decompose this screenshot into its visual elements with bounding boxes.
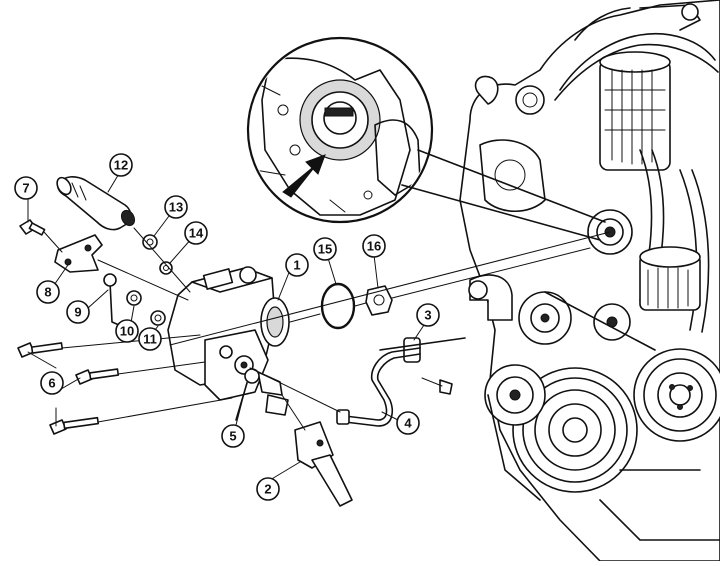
alignment-lines — [43, 227, 611, 431]
svg-text:12: 12 — [114, 158, 128, 173]
svg-text:11: 11 — [143, 332, 157, 347]
coupling-part-16 — [365, 285, 393, 316]
callout-7: 7 — [14, 176, 38, 200]
callout-5: 5 — [221, 424, 245, 448]
callout-13: 13 — [164, 195, 188, 219]
svg-text:10: 10 — [120, 324, 134, 339]
callout-2: 2 — [256, 477, 280, 501]
pipe-part-9 — [103, 273, 127, 329]
svg-text:14: 14 — [189, 226, 204, 241]
fuel-line-part-4 — [336, 347, 453, 427]
callout-14: 14 — [184, 221, 208, 245]
callout-15: 15 — [313, 237, 337, 261]
svg-text:16: 16 — [367, 239, 381, 254]
svg-text:4: 4 — [404, 416, 412, 431]
callout-9: 9 — [66, 300, 90, 324]
seal-part-14 — [159, 261, 173, 275]
washer-part-11 — [150, 310, 166, 326]
engine-block — [459, 0, 720, 562]
svg-text:9: 9 — [74, 305, 81, 320]
svg-text:6: 6 — [48, 376, 55, 391]
svg-text:5: 5 — [229, 429, 236, 444]
callout-16: 16 — [362, 234, 386, 258]
sensor-part-2 — [294, 421, 353, 507]
svg-text:8: 8 — [44, 285, 51, 300]
svg-text:3: 3 — [424, 308, 431, 323]
callout-8: 8 — [36, 280, 60, 304]
bolts-part-6 — [17, 342, 120, 435]
callout-4: 4 — [396, 411, 420, 435]
ring-part-13 — [142, 234, 158, 250]
callout-12: 12 — [109, 153, 133, 177]
callout-11: 11 — [138, 327, 162, 351]
svg-text:13: 13 — [169, 200, 183, 215]
svg-text:15: 15 — [318, 242, 332, 257]
svg-text:1: 1 — [293, 258, 300, 273]
o-ring-part-15 — [320, 282, 356, 330]
bolt-part-7 — [19, 219, 46, 236]
detail-inset — [246, 36, 606, 241]
washer-part-10 — [126, 290, 142, 306]
callout-6: 6 — [40, 371, 64, 395]
svg-text:7: 7 — [22, 181, 29, 196]
callout-10: 10 — [115, 319, 139, 343]
callout-1: 1 — [285, 253, 309, 277]
callout-3: 3 — [416, 303, 440, 327]
bracket-part-8 — [54, 234, 103, 273]
hose-part-12 — [56, 176, 136, 231]
svg-text:2: 2 — [264, 482, 271, 497]
injection-pump — [167, 266, 290, 416]
